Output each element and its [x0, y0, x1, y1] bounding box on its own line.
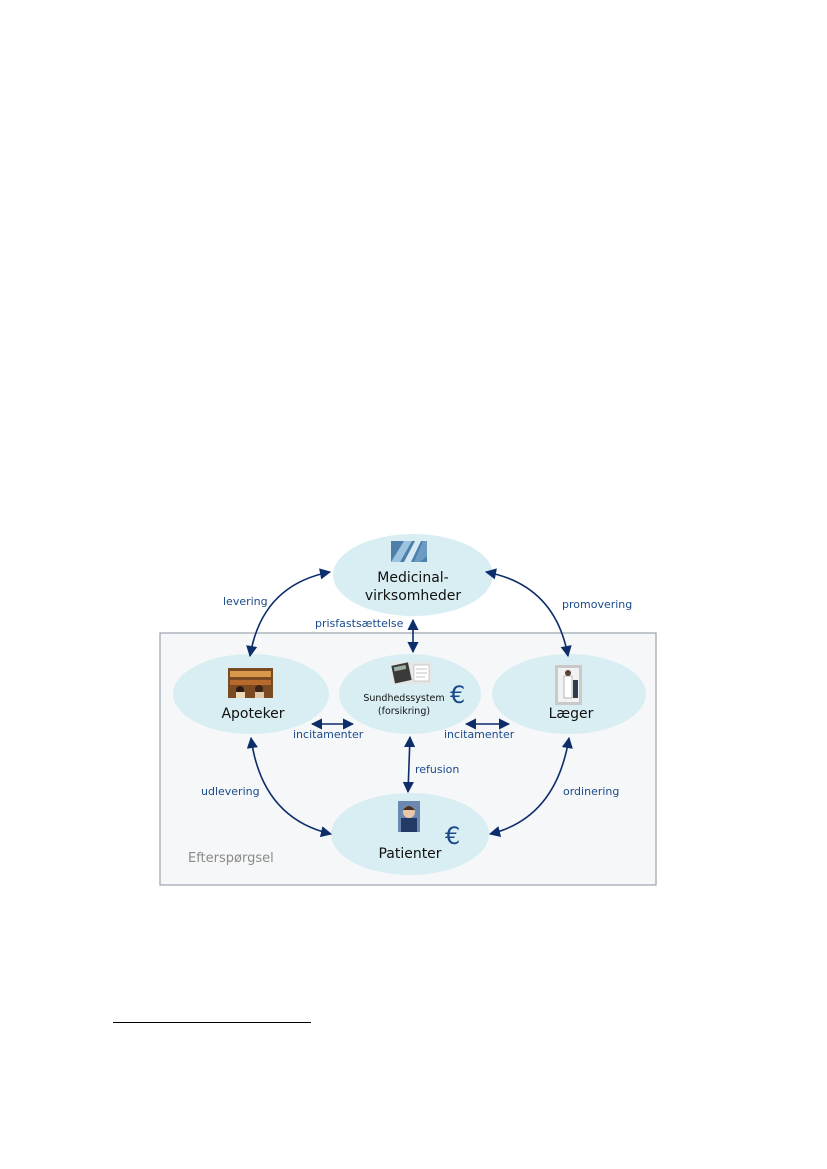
- doctor-doorway-icon: [555, 665, 582, 705]
- node-medicinal: [333, 534, 493, 616]
- laeger-label: Læger: [549, 706, 594, 722]
- sundhed-euro-symbol: €: [450, 681, 465, 709]
- arrow-promovering: [484, 568, 572, 658]
- edge-label-refusion: refusion: [415, 763, 459, 776]
- pharmacy-interior-icon: [228, 668, 273, 698]
- edge-label-ordinering: ordinering: [563, 785, 619, 798]
- footnote-separator: [113, 1022, 311, 1023]
- edge-label-incitamenter-left: incitamenter: [293, 728, 364, 741]
- demand-region-label: Efterspørgsel: [188, 851, 274, 866]
- sundhed-label-line2: (forsikring): [378, 706, 430, 717]
- edge-label-incitamenter-right: incitamenter: [444, 728, 515, 741]
- arrow-refusion: [402, 735, 416, 794]
- sundhed-label-line1: Sundhedssystem: [363, 693, 444, 704]
- edge-label-prisfastsaettelse: prisfastsættelse: [315, 617, 404, 630]
- medicinal-label-line1: Medicinal-: [377, 570, 448, 586]
- calculator-documents-icon: [391, 662, 431, 684]
- node-sundhed: [339, 654, 481, 734]
- distressed-patient-icon: [398, 801, 420, 832]
- medicinal-label-line2: virksomheder: [365, 588, 462, 604]
- node-patienter: [331, 793, 489, 875]
- arrow-udlevering: [246, 736, 333, 838]
- office-building-icon: [391, 541, 427, 562]
- patienter-label: Patienter: [378, 846, 441, 862]
- apoteker-label: Apoteker: [221, 706, 284, 722]
- edge-label-levering: levering: [223, 595, 268, 608]
- edge-label-udlevering: udlevering: [201, 785, 260, 798]
- patienter-euro-symbol: €: [445, 822, 460, 850]
- arrow-levering: [246, 568, 332, 658]
- arrow-ordinering: [488, 736, 573, 838]
- edge-label-promovering: promovering: [562, 598, 632, 611]
